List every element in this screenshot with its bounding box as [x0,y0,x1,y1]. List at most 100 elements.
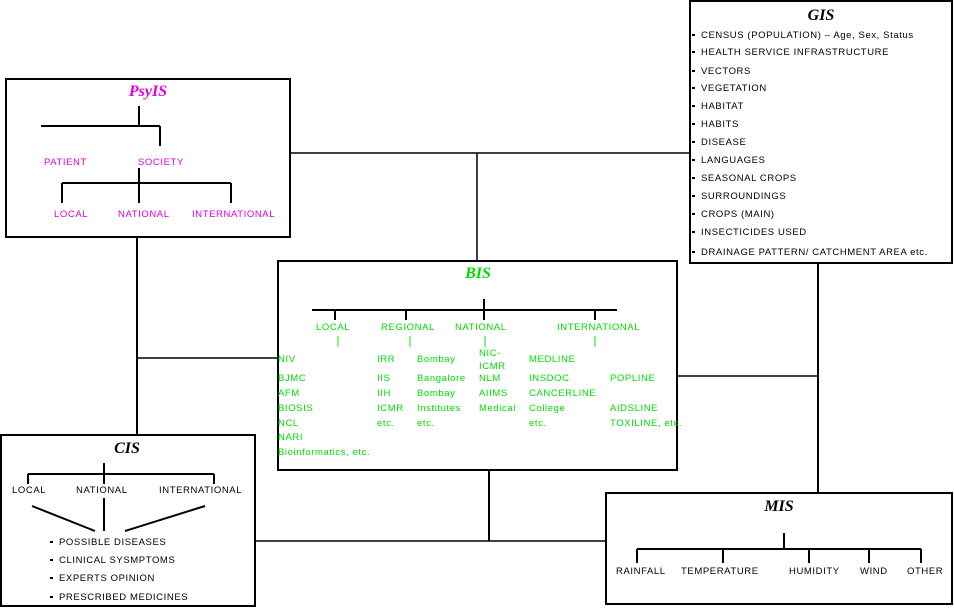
mis-title: MIS [763,498,793,515]
bullet-icon [692,213,695,215]
bis-regional-list: IRR IIS IIH ICMR etc. [377,354,404,429]
mis-item: HUMIDITY [789,566,840,577]
cis-international-label: INTERNATIONAL [159,485,242,496]
psyis-national-label: NATIONAL [118,209,170,220]
bullet-icon [692,159,695,161]
psyis-international-label: INTERNATIONAL [192,209,275,220]
bis-regional-city: Bangalore [417,373,466,384]
gis-item: SURROUNDINGS [701,191,786,202]
bullet-icon [692,70,695,72]
gis-item: VECTORS [701,66,751,77]
gis-item: LANGUAGES [701,155,766,166]
cis-national-label: NATIONAL [76,485,128,496]
gis-item: HABITS [701,119,739,130]
bis-regional-city: etc. [417,418,435,429]
cis-box: CIS LOCAL NATIONAL INTERNATIONAL POSSIBL… [0,434,256,607]
cis-title: CIS [114,440,140,457]
bis-local-item: NARI [278,432,303,443]
gis-item: HEALTH SERVICE INFRASTRUCTURE [701,47,889,58]
bis-international-item: CANCERLINE [529,388,596,399]
psyis-patient-label: PATIENT [44,157,87,168]
bis-national-item: AIIMS [479,388,508,399]
mis-box: MIS RAINFALL TEMPERATURE HUMIDITY WIND OTHER [605,492,953,605]
bis-international-item: College [529,403,565,414]
bullet-icon [50,596,53,598]
bis-local-item: AFM [278,388,300,399]
gis-item: SEASONAL CROPS [701,173,797,184]
bullet-icon [692,195,695,197]
cis-item: EXPERTS OPINION [59,573,155,584]
cis-item: POSSIBLE DISEASES [59,537,166,548]
cis-item: CLINICAL SYSMPTOMS [59,555,175,566]
gis-item: VEGETATION [701,83,767,94]
bis-title: BIS [464,265,491,282]
bis-international-header: INTERNATIONAL [557,322,640,333]
bullet-icon [50,577,53,579]
psyis-title: PsyIS [128,83,167,100]
bis-regional-item: etc. [377,418,395,429]
bullet-icon [50,559,53,561]
bullet-icon [692,34,695,36]
bullet-icon [692,141,695,143]
gis-title: GIS [808,7,835,24]
bis-international-secondary-list: POPLINE AIDSLINE TOXILINE, etc. [610,373,682,429]
bullet-icon [692,251,695,253]
bis-local-item: Bioinformatics, etc. [278,447,370,458]
bis-local-item: BJMC [278,373,306,384]
bis-international-item: AIDSLINE [610,403,658,414]
gis-item-list: CENSUS (POPULATION) – Age, Sex, StatusHE… [692,30,928,258]
bis-local-item: BIOSIS [278,403,313,414]
bullet-icon [692,231,695,233]
bis-local-header: LOCAL [316,322,350,333]
gis-item: DRAINAGE PATTERN/ CATCHMENT AREA etc. [701,247,928,258]
bis-international-item: TOXILINE, etc. [610,418,682,429]
gis-item: CROPS (MAIN) [701,209,775,220]
bis-regional-city: Bombay [417,388,455,399]
mis-item: TEMPERATURE [681,566,759,577]
bis-local-list: NIV BJMC AFM BIOSIS NCL NARI Bioinformatics, e… [278,354,370,458]
psyis-local-label: LOCAL [54,209,88,220]
mis-item-list: RAINFALL TEMPERATURE HUMIDITY WIND OTHER [616,566,943,577]
bis-national-item: Medical [479,403,516,414]
gis-item: CENSUS (POPULATION) – Age, Sex, Status [701,30,914,41]
bullet-icon [692,51,695,53]
bis-local-item: NIV [278,354,296,365]
bullet-icon [50,541,53,543]
bis-international-item: POPLINE [610,373,655,384]
bis-box: BIS LOCAL REGIONAL NATIONAL INTERNATIONA… [277,260,682,471]
connector-lines [136,152,819,542]
psyis-box: PsyIS PATIENT SOCIETY LOCAL NATIONAL INT… [5,78,291,238]
mis-item: OTHER [907,566,943,577]
gis-item: INSECTICIDES USED [701,227,807,238]
bullet-icon [692,105,695,107]
bullet-icon [692,87,695,89]
bis-national-item: NIC-ICMR [479,348,506,372]
gis-item: HABITAT [701,101,744,112]
bis-regional-item: IIH [377,388,391,399]
bullet-icon [692,123,695,125]
bis-regional-item: ICMR [377,403,404,414]
bullet-icon [692,177,695,179]
bis-regional-city: Bombay [417,354,455,365]
bis-international-item: MEDLINE [529,354,575,365]
gis-item: DISEASE [701,137,746,148]
bis-national-item: NLM [479,373,501,384]
bis-regional-item: IIS [377,373,390,384]
bis-international-list: MEDLINE INSDOC CANCERLINE College etc. [529,354,596,429]
gis-box: GIS CENSUS (POPULATION) – Age, Sex, Stat… [689,0,953,264]
bis-national-header: NATIONAL [455,322,507,333]
cis-local-label: LOCAL [12,485,46,496]
bis-international-item: INSDOC [529,373,570,384]
mis-item: WIND [860,566,888,577]
cis-item: PRESCRIBED MEDICINES [59,592,188,603]
cis-item-list: POSSIBLE DISEASES CLINICAL SYSMPTOMS EXPER… [50,537,188,603]
bis-regional-header: REGIONAL [381,322,435,333]
mis-item: RAINFALL [616,566,666,577]
psyis-society-label: SOCIETY [138,157,184,168]
bis-local-item: NCL [278,418,299,429]
bis-regional-item: IRR [377,354,395,365]
bis-international-item: etc. [529,418,547,429]
